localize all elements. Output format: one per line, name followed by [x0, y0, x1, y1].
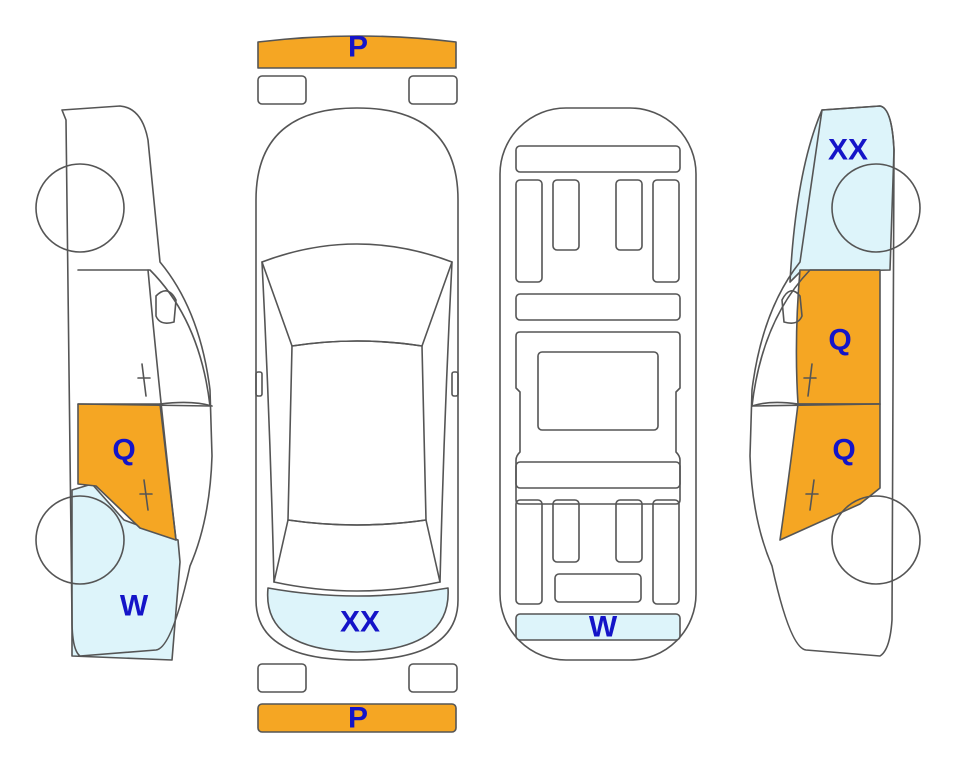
- right-rear-door-label: Q: [832, 434, 855, 467]
- roof: [287, 340, 427, 526]
- right-front-wheel: [831, 163, 921, 253]
- underbody-front-right-rail: [652, 179, 680, 283]
- right-handle-front: [803, 363, 817, 397]
- underbody-cross-bar-1: [515, 293, 681, 321]
- left-pillar-line: [159, 401, 213, 407]
- top-trunk-panel[interactable]: [266, 587, 449, 653]
- left-rear-quarter-label: W: [120, 590, 149, 623]
- top-trunk-label: XX: [340, 606, 380, 639]
- bottom-rear-panel-label: W: [589, 611, 618, 644]
- left-mirror: [255, 371, 263, 397]
- rear-bumper-panel[interactable]: [257, 703, 457, 733]
- bottom-rear-panel[interactable]: [515, 613, 681, 641]
- front-bumper-label: P: [348, 31, 368, 64]
- bottom-view: W: [499, 107, 697, 661]
- front-bumper-panel[interactable]: [257, 35, 457, 69]
- rear-bumper-label: P: [348, 702, 368, 735]
- right-mirror: [451, 371, 459, 397]
- left-rear-wheel: [35, 495, 125, 585]
- left-window-frame: [77, 269, 211, 407]
- windshield: [261, 243, 453, 347]
- underbody-rear-mid-right: [615, 499, 643, 563]
- left-door-line: [147, 269, 177, 541]
- top-view: P XX P: [255, 31, 459, 735]
- underbody-front-mid-left: [552, 179, 580, 251]
- left-side-body: [61, 105, 213, 657]
- right-pillar-line: [751, 401, 799, 407]
- rear-window: [273, 519, 441, 592]
- right-body-crease: [439, 261, 453, 583]
- underbody-front-bar: [515, 145, 681, 173]
- left-side-view: W Q: [35, 105, 213, 661]
- left-handle-front: [137, 363, 151, 397]
- front-left-light: [257, 75, 307, 105]
- underbody-center-frame: [515, 331, 681, 505]
- right-front-door-label: Q: [828, 324, 851, 357]
- front-right-light: [408, 75, 458, 105]
- underbody-front-mid-right: [615, 179, 643, 251]
- right-window-frame: [751, 269, 881, 407]
- left-mirror-shape: [155, 290, 177, 324]
- top-view-body: [255, 107, 459, 661]
- underbody-cross-bar-2: [515, 461, 681, 489]
- right-side-body: [749, 105, 895, 657]
- underbody-center-plate: [537, 351, 659, 431]
- bottom-view-body: [499, 107, 697, 661]
- rear-right-light: [408, 663, 458, 693]
- left-front-wheel: [35, 163, 125, 253]
- rear-left-light: [257, 663, 307, 693]
- right-rear-wheel: [831, 495, 921, 585]
- left-rear-quarter-panel[interactable]: [71, 483, 181, 661]
- underbody-rear-mid-left: [552, 499, 580, 563]
- left-body-crease: [261, 261, 275, 583]
- underbody-front-left-rail: [515, 179, 543, 283]
- right-side-view: XX Q Q: [749, 105, 921, 657]
- right-rear-quarter-panel[interactable]: [789, 105, 895, 283]
- underbody-rear-bar: [554, 573, 642, 603]
- right-handle-rear: [805, 479, 819, 511]
- underbody-rear-right-rail: [652, 499, 680, 605]
- left-rear-door-label: Q: [112, 434, 135, 467]
- left-handle-rear: [139, 479, 153, 511]
- right-rear-quarter-label: XX: [828, 134, 868, 167]
- right-rear-door-panel[interactable]: [779, 403, 881, 541]
- underbody-rear-left-rail: [515, 499, 543, 605]
- right-mirror-shape: [781, 290, 803, 324]
